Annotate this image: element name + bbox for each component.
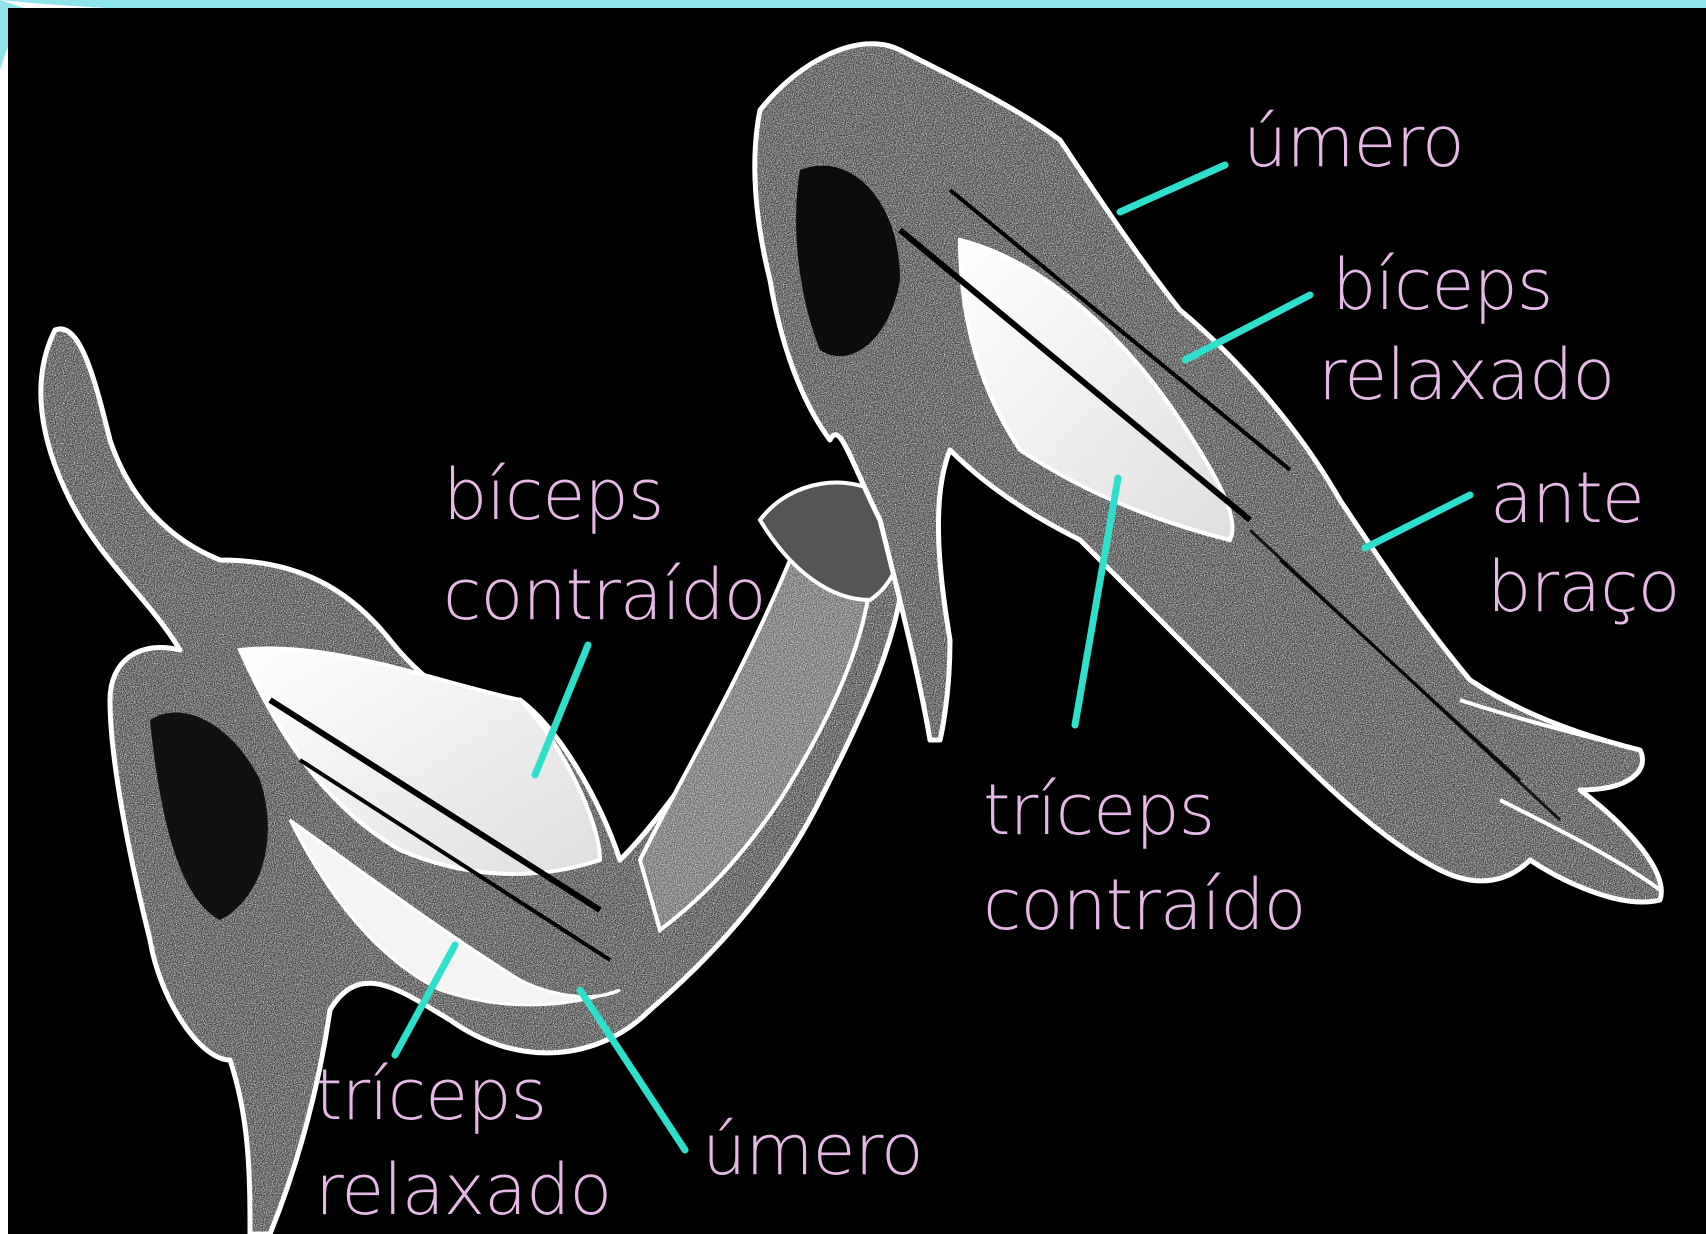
label-antebraco-line1: ante <box>1490 463 1644 533</box>
label-triceps-contraido-line1: tríceps <box>983 775 1214 845</box>
label-triceps-contraido-line2: contraído <box>983 870 1306 940</box>
label-umero-right: úmero <box>1243 107 1464 177</box>
label-biceps-relaxado-line2: relaxado <box>1318 340 1614 410</box>
label-biceps-relaxado-line1: bíceps <box>1332 250 1552 320</box>
label-triceps-relaxado-line1: tríceps <box>315 1060 546 1130</box>
label-biceps-contraido-line1: bíceps <box>443 460 663 530</box>
label-antebraco-line2: braço <box>1487 552 1679 622</box>
label-biceps-contraido-line2: contraído <box>443 560 766 630</box>
label-triceps-relaxado-line2: relaxado <box>315 1155 611 1225</box>
label-umero-left: úmero <box>702 1115 923 1185</box>
